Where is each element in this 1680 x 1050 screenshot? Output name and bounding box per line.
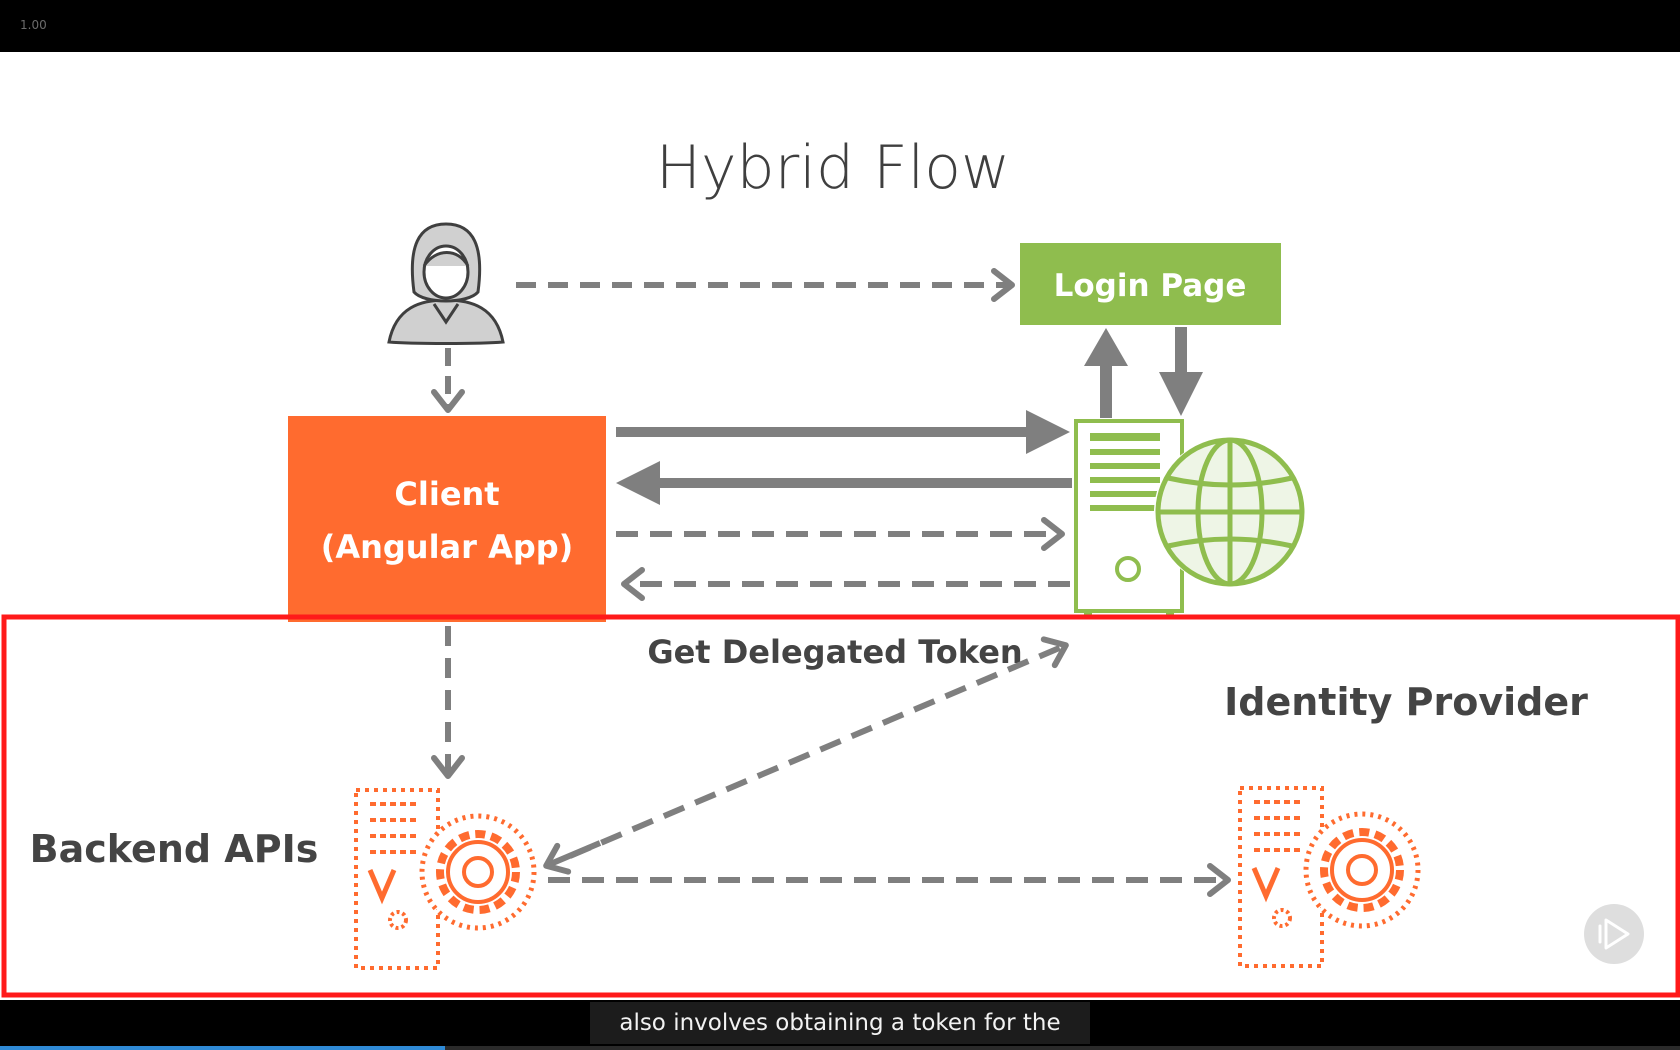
arrow-login-to-server — [1159, 327, 1203, 416]
server-globe-icon — [1074, 419, 1305, 619]
progress-bar-fill — [0, 1046, 446, 1050]
get-delegated-token-label: Get Delegated Token — [647, 633, 1022, 671]
progress-bar[interactable] — [0, 1046, 1680, 1050]
slide-title: Hybrid Flow — [656, 133, 1010, 203]
play-button[interactable] — [1584, 904, 1644, 964]
play-button-icon — [1598, 918, 1630, 950]
subtitle-caption: also involves obtaining a token for the — [590, 1002, 1090, 1044]
idp-api-server-gear-icon — [1238, 786, 1421, 968]
server-gear-icon — [354, 788, 537, 970]
identity-provider-label: Identity Provider — [1224, 680, 1588, 724]
arrow-idp-to-backend-diagonal — [543, 840, 602, 875]
client-label-line2: (Angular App) — [321, 528, 574, 566]
login-page-box — [1020, 243, 1281, 325]
arrow-server-to-login — [1084, 328, 1128, 418]
arrow-idp-to-client-solid — [616, 461, 1072, 505]
arrow-client-to-idp-solid — [616, 410, 1070, 454]
login-page-label: Login Page — [1054, 268, 1247, 304]
client-box — [288, 416, 606, 622]
backend-apis-label: Backend APIs — [30, 827, 319, 871]
arrow-backend-to-idp-diagonal — [568, 636, 1069, 859]
client-label-line1: Client — [394, 475, 499, 513]
player-top-bar: 1.00 — [0, 0, 1680, 52]
user-avatar-icon — [387, 222, 505, 345]
playback-speed[interactable]: 1.00 — [20, 18, 47, 32]
highlight-box — [1, 614, 1680, 998]
